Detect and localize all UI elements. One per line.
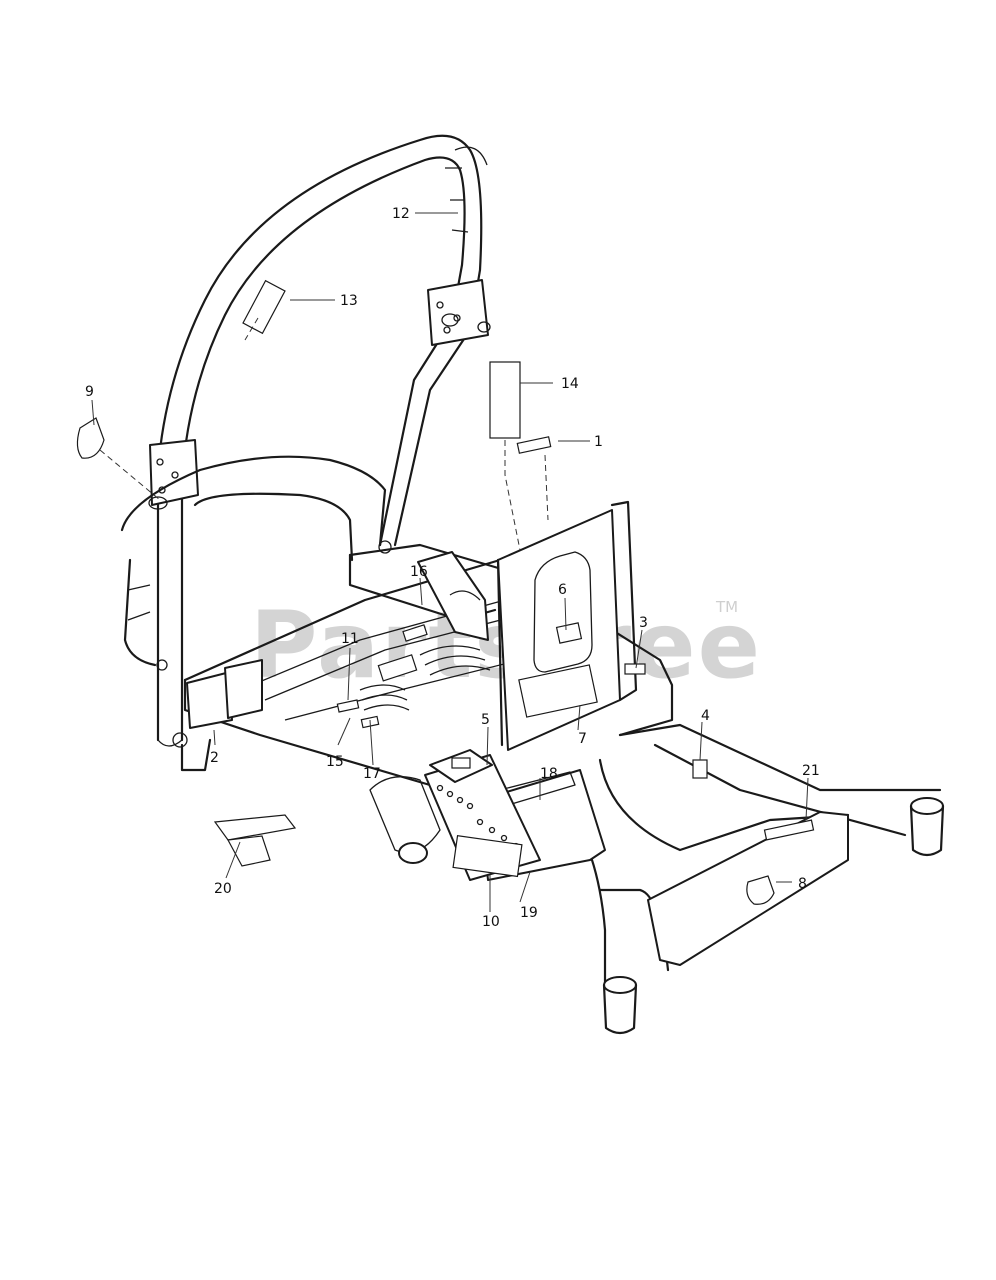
callout-18: 18 <box>540 766 558 782</box>
bracket-16 <box>417 551 489 641</box>
callout-20: 20 <box>214 881 232 897</box>
callouts: 1 2 3 4 5 6 7 8 9 10 11 12 13 14 15 16 1… <box>85 206 820 930</box>
callout-10: 10 <box>482 914 500 930</box>
main-chassis <box>183 543 674 787</box>
rear-frame <box>120 455 387 772</box>
callout-3: 3 <box>639 615 648 631</box>
callout-5: 5 <box>481 712 490 728</box>
callout-4: 4 <box>701 708 710 724</box>
leader-lines <box>91 212 809 912</box>
callout-16: 16 <box>410 564 428 580</box>
callout-2: 2 <box>210 750 219 766</box>
callout-1: 1 <box>594 434 603 450</box>
watermark-trademark: TM <box>715 598 738 616</box>
decal-9 <box>76 417 105 459</box>
callout-8: 8 <box>798 876 807 892</box>
callout-11: 11 <box>341 631 359 647</box>
decal-20 <box>213 814 297 867</box>
callout-17: 17 <box>363 766 381 782</box>
callout-12: 12 <box>392 206 410 222</box>
roll-bar-bracket-right <box>378 279 491 554</box>
callout-15: 15 <box>326 754 344 770</box>
decal-13 <box>242 279 286 335</box>
callout-14: 14 <box>561 376 579 392</box>
callout-6: 6 <box>558 582 567 598</box>
callout-13: 13 <box>340 293 358 309</box>
bracket-5 <box>429 749 493 783</box>
callout-19: 19 <box>520 905 538 921</box>
decal-14 <box>489 361 521 439</box>
decal-8 <box>746 875 775 905</box>
callout-7: 7 <box>578 731 587 747</box>
callout-21: 21 <box>802 763 820 779</box>
seat-mount-plate <box>496 500 646 751</box>
control-panel <box>369 754 606 881</box>
decal-1 <box>516 436 552 454</box>
callout-9: 9 <box>85 384 94 400</box>
